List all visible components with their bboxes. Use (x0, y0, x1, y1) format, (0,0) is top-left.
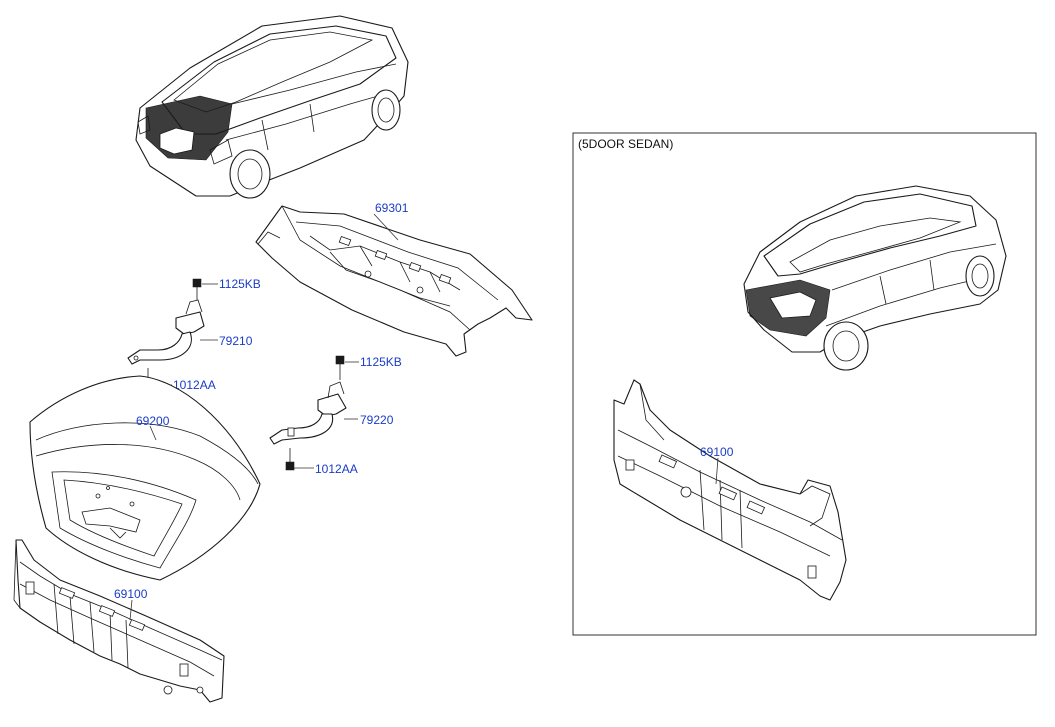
callout-bolt-upper-right[interactable]: 1125KB (360, 355, 402, 369)
hinge-left-part[interactable] (127, 299, 205, 365)
trunk-panel-leader (373, 213, 399, 241)
sedan-car-illustration (135, 15, 409, 199)
callout-hinge-right[interactable]: 79220 (360, 413, 394, 427)
bolt-upper-right-part[interactable] (335, 355, 345, 380)
back-panel-sedan-leader (129, 599, 133, 621)
callout-back-panel-sedan[interactable]: 69100 (114, 587, 148, 601)
callout-back-panel-hatch[interactable]: 69100 (700, 445, 734, 459)
hinge-right-part[interactable] (269, 381, 347, 445)
hatchback-car-illustration (743, 185, 1007, 371)
callout-hinge-left[interactable]: 79210 (219, 334, 253, 348)
callout-bolt-upper-left[interactable]: 1125KB (219, 277, 261, 291)
back-panel-hatch-leader (715, 457, 719, 485)
bolt-lower-right-part[interactable] (285, 448, 295, 471)
trunk-panel-part[interactable] (255, 205, 533, 357)
inset-title: (5DOOR SEDAN) (578, 137, 673, 151)
callout-trunk-panel[interactable]: 69301 (375, 201, 409, 215)
back-panel-sedan-part[interactable] (13, 539, 225, 703)
trunk-lid-leader (149, 425, 157, 441)
bolt-upper-left-part[interactable] (192, 278, 202, 300)
trunk-lid-part[interactable] (29, 375, 261, 581)
callout-bolt-lower-left[interactable]: 1012AA (173, 378, 216, 392)
callout-trunk-lid[interactable]: 69200 (136, 414, 170, 428)
inset-frame (572, 132, 1037, 636)
back-panel-hatch-part[interactable] (613, 379, 847, 601)
callout-bolt-lower-right[interactable]: 1012AA (315, 462, 358, 476)
